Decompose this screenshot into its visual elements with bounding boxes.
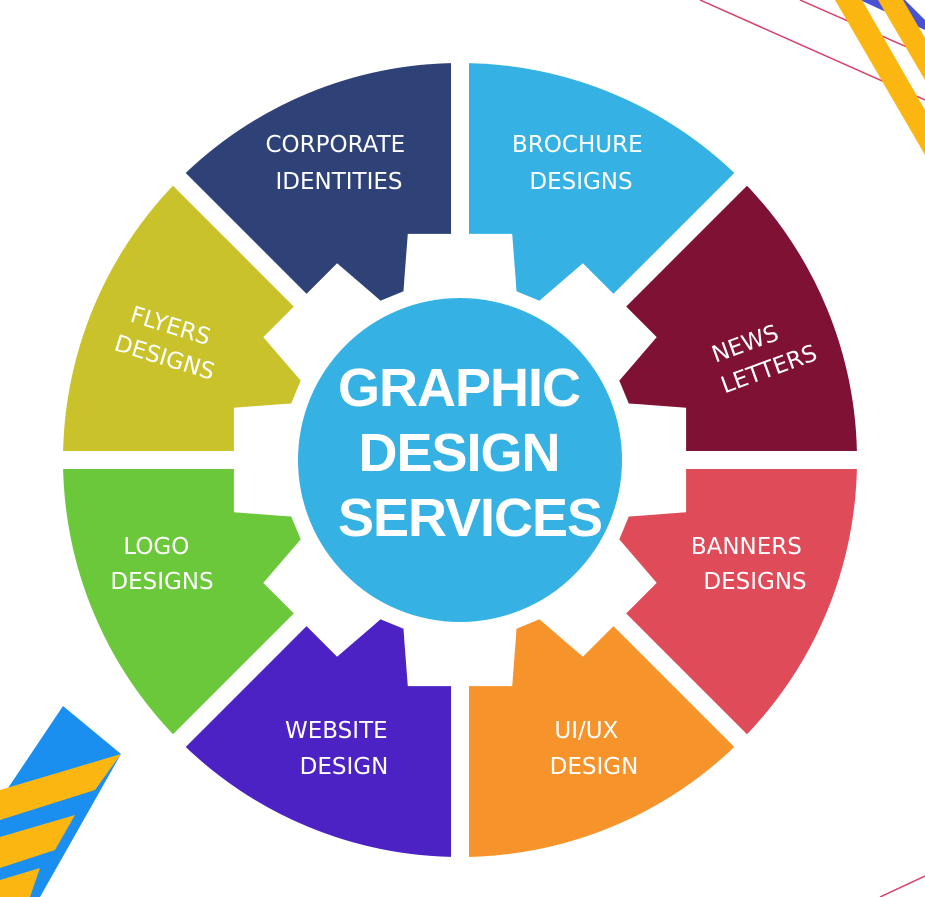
- bottom-right-decoration: [879, 875, 925, 897]
- center-circle: [298, 298, 622, 622]
- label-brochure-designs: BROCHURE DESIGNS: [512, 132, 650, 195]
- label-banners-designs: BANNERS DESIGNS: [691, 534, 809, 595]
- label-logo-designs: LOGO DESIGNS: [110, 534, 213, 595]
- label-uiux-design: UI/UX DESIGN: [550, 718, 639, 780]
- label-corporate-identities: CORPORATE IDENTITIES: [265, 132, 412, 195]
- bottom-left-decoration: [0, 706, 121, 897]
- top-right-decoration: [699, 0, 925, 155]
- label-website-design: WEBSITE DESIGN: [285, 718, 395, 780]
- center-title: GRAPHIC DESIGN SERVICES: [338, 358, 602, 548]
